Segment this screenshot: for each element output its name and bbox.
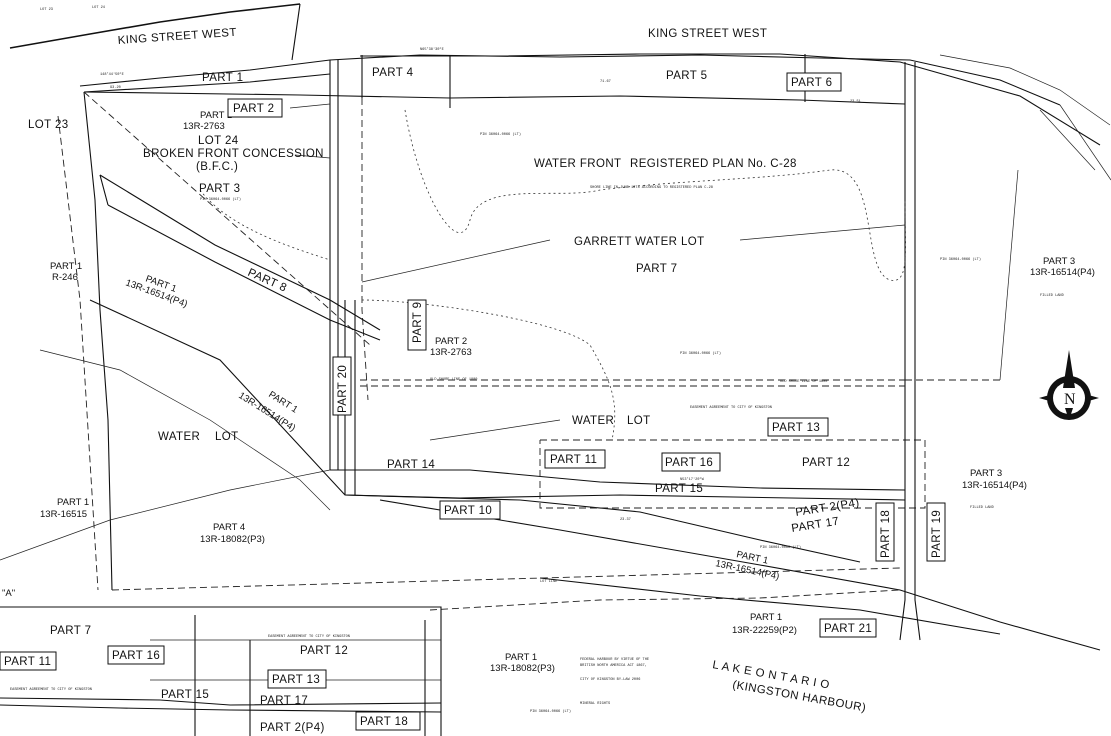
- part-2-box: PART 2: [233, 103, 274, 115]
- garrett-label: GARRETT WATER LOT: [574, 236, 705, 248]
- part-1-22259: PART 1: [750, 612, 782, 623]
- part-3-rt: PART 3: [1043, 256, 1075, 267]
- r2763-a: 13R-2763: [183, 121, 225, 132]
- svg-text:148°44'50"E: 148°44'50"E: [100, 72, 124, 77]
- detail-part-2p4: PART 2(P4): [260, 722, 325, 734]
- part-12: PART 12: [802, 457, 850, 469]
- part-15: PART 15: [655, 483, 703, 495]
- broken-front-label: BROKEN FRONT CONCESSION: [143, 148, 324, 160]
- lake-labels: L A K E O N T A R I O (KINGSTON HARBOUR): [711, 659, 866, 714]
- street-label-east: KING STREET WEST: [648, 28, 767, 40]
- svg-text:EASEMENT AGREEMENT TO CITY OF: EASEMENT AGREEMENT TO CITY OF KINGSTON: [690, 406, 772, 410]
- svg-text:EASEMENT AGREEMENT TO CITY OF: EASEMENT AGREEMENT TO CITY OF KINGSTON: [268, 635, 350, 639]
- detail-a-mark: "A": [2, 588, 15, 599]
- r246: R-246: [52, 272, 78, 283]
- lot-labels: LOT 23 LOT 24 BROKEN FRONT CONCESSION (B…: [28, 119, 797, 443]
- water-lot-mid-a: WATER: [572, 415, 614, 427]
- part-21-box: PART 21: [824, 623, 872, 635]
- part-3: PART 3: [199, 183, 240, 195]
- svg-text:MINERAL RIGHTS: MINERAL RIGHTS: [580, 702, 610, 706]
- detail-inset: EASEMENT AGREEMENT TO CITY OF KINGSTON E…: [0, 588, 442, 736]
- part-20-box: PART 20: [337, 365, 349, 413]
- detail-part-15: PART 15: [161, 689, 209, 701]
- bfc-label: (B.F.C.): [196, 161, 238, 173]
- part-9-box: PART 9: [412, 302, 424, 343]
- part-4: PART 4: [372, 67, 414, 79]
- lot-top-label: LOT 23: [40, 8, 53, 12]
- svg-text:PIN 36064-0066 (LT): PIN 36064-0066 (LT): [480, 132, 521, 137]
- part-3-rm: PART 3: [970, 468, 1002, 479]
- detail-part-11: PART 11: [4, 656, 51, 668]
- r16514-rt: 13R-16514(P4): [1030, 267, 1095, 278]
- water-lot-left-a: WATER: [158, 431, 200, 443]
- detail-part-17: PART 17: [260, 695, 308, 707]
- r16514-rm: 13R-16514(P4): [962, 480, 1027, 491]
- lot-top-label-2: LOT 24: [92, 6, 105, 10]
- svg-text:23.37: 23.37: [620, 518, 631, 522]
- water-lot-mid-b: LOT: [627, 415, 651, 427]
- svg-text:SHORE LINE IN JUNE 1873 ACCORD: SHORE LINE IN JUNE 1873 ACCORDING TO REG…: [590, 186, 713, 190]
- part-13-box: PART 13: [772, 422, 820, 434]
- part-1-16515: PART 1: [57, 497, 89, 508]
- detail-part-16: PART 16: [112, 650, 160, 662]
- water-front-label: WATER FRONT: [534, 158, 621, 170]
- svg-text:CITY OF KINGSTON BY-LAW 2006: CITY OF KINGSTON BY-LAW 2006: [580, 678, 640, 682]
- svg-text:FILLED LAND: FILLED LAND: [970, 506, 994, 510]
- svg-text:PIN 36064-0066 (LT): PIN 36064-0066 (LT): [200, 197, 241, 202]
- svg-text:EASEMENT AGREEMENT TO CITY OF: EASEMENT AGREEMENT TO CITY OF KINGSTON: [10, 688, 92, 692]
- detail-part-18: PART 18: [360, 716, 408, 728]
- north-arrow-icon: N: [1039, 350, 1099, 420]
- svg-text:BRITISH NORTH AMERICA ACT 1867: BRITISH NORTH AMERICA ACT 1867,: [580, 664, 647, 668]
- lot-23-label: LOT 23: [28, 119, 69, 131]
- detail-part-7: PART 7: [50, 625, 91, 637]
- part-14: PART 14: [387, 459, 435, 471]
- registered-plan-label: REGISTERED PLAN No. C-28: [630, 158, 797, 170]
- r18082-p3: 13R-18082(P3): [200, 534, 265, 545]
- svg-text:PIN 36064-0066 (LT): PIN 36064-0066 (LT): [680, 351, 721, 356]
- street-label-west: KING STREET WEST: [117, 27, 237, 47]
- water-lot-left-b: LOT: [215, 431, 239, 443]
- part-7: PART 7: [636, 263, 677, 275]
- svg-text:N: N: [1064, 391, 1076, 408]
- svg-text:OLD SHORE LINE OF 1800: OLD SHORE LINE OF 1800: [780, 380, 827, 384]
- svg-text:PIN 36064-0066 (LT): PIN 36064-0066 (LT): [940, 257, 981, 262]
- svg-text:N53°17'20"W: N53°17'20"W: [680, 477, 705, 482]
- r2763-b: 13R-2763: [430, 347, 472, 358]
- part-16-box: PART 16: [665, 457, 713, 469]
- part-10-box: PART 10: [444, 505, 492, 517]
- dimension-text: 148°44'50"E 93.20 N65°38'30"E 71.67 23.5…: [100, 47, 1064, 714]
- lot-24-label: LOT 24: [198, 135, 239, 147]
- svg-text:N65°38'30"E: N65°38'30"E: [420, 47, 444, 52]
- part-11-box: PART 11: [550, 454, 597, 466]
- street-labels: KING STREET WEST KING STREET WEST LOT 23…: [40, 6, 767, 47]
- boundary-lines: [0, 3, 1111, 651]
- part-2-2763: PART 2: [435, 336, 467, 347]
- r18082-p3-b: 13R-18082(P3): [490, 663, 555, 674]
- svg-text:23.51: 23.51: [850, 100, 861, 104]
- part-1-r246: PART 1: [50, 261, 82, 272]
- part-1-bottom: PART 1: [505, 652, 537, 663]
- svg-text:OLD SHORE LINE OF 1800: OLD SHORE LINE OF 1800: [430, 378, 477, 382]
- part-19-box: PART 19: [931, 510, 943, 558]
- part-5: PART 5: [666, 70, 707, 82]
- detail-part-13: PART 13: [272, 674, 320, 686]
- part-18-box: PART 18: [880, 510, 892, 558]
- svg-text:FEDERAL HARBOUR BY VIRTUE OF T: FEDERAL HARBOUR BY VIRTUE OF THE: [580, 658, 649, 662]
- part-6-box: PART 6: [791, 77, 832, 89]
- part-4-18082: PART 4: [213, 522, 245, 533]
- svg-text:LOT LINE: LOT LINE: [540, 580, 557, 584]
- part-1-top: PART 1: [202, 72, 243, 84]
- svg-text:FILLED LAND: FILLED LAND: [1040, 294, 1064, 298]
- svg-text:93.20: 93.20: [110, 86, 121, 90]
- svg-text:71.67: 71.67: [600, 80, 611, 84]
- svg-text:PIN 36064-0066 (LT): PIN 36064-0066 (LT): [760, 545, 801, 550]
- r16515: 13R-16515: [40, 509, 87, 520]
- part-2p4: PART 2(P4): [795, 497, 861, 519]
- r22259: 13R-22259(P2): [732, 625, 797, 636]
- svg-text:PIN 36064-0066 (LT): PIN 36064-0066 (LT): [530, 709, 571, 714]
- part-1-2763: PART 1: [200, 110, 232, 121]
- detail-part-12: PART 12: [300, 645, 348, 657]
